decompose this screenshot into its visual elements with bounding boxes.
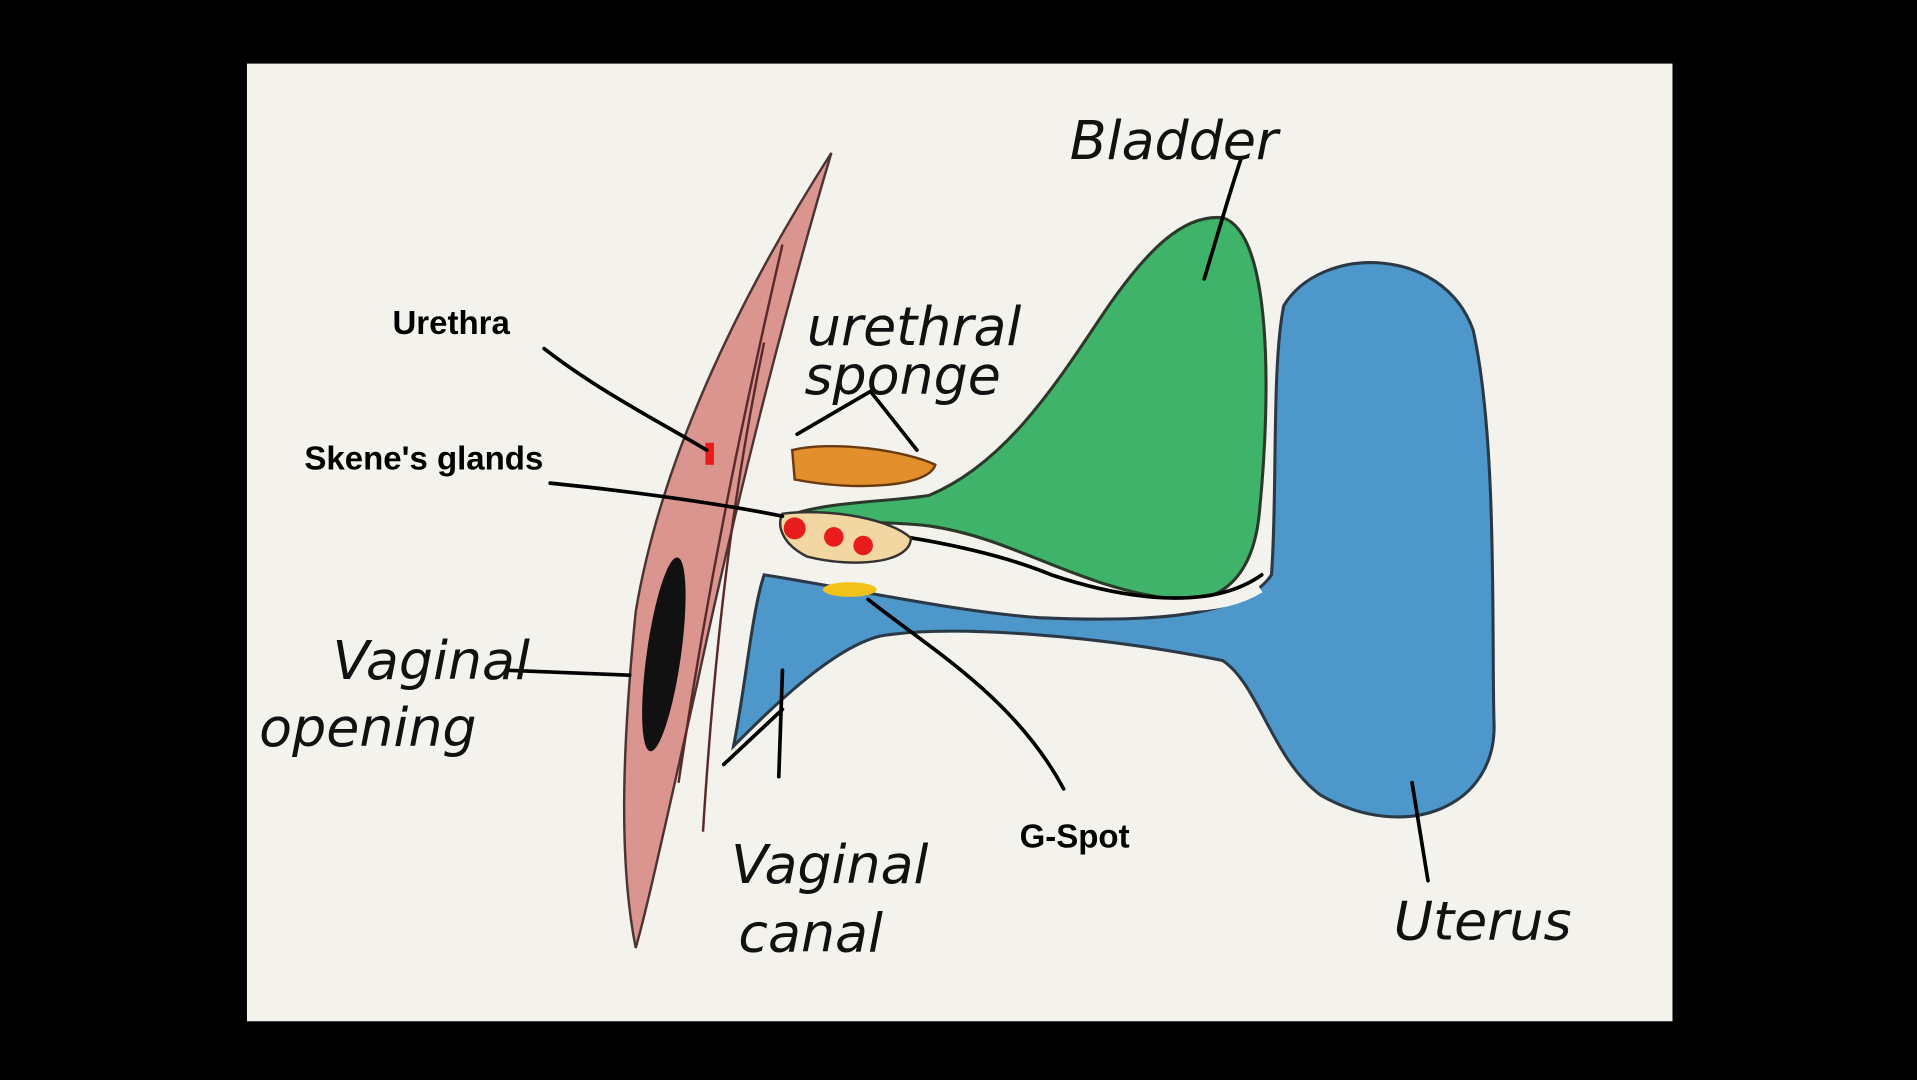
urethra-marker — [705, 442, 714, 465]
uterus-label: Uterus — [1394, 889, 1572, 952]
uterus-leader-line — [1410, 780, 1430, 883]
g-spot-marker — [822, 582, 877, 597]
gland-tissue-shape — [779, 510, 913, 564]
skenes-gland — [783, 517, 806, 540]
urethra-label: Urethra — [392, 304, 510, 341]
skenes-gland — [824, 527, 844, 547]
vaginal-opening-shape — [642, 557, 686, 752]
urethral-sponge-shape — [790, 444, 937, 488]
labia-stroke — [701, 342, 766, 832]
g-spot-label: G-Spot — [1020, 818, 1130, 855]
vaginal-canal-label-line2: canal — [738, 902, 883, 965]
skenes-glands-label: Skene's glands — [304, 440, 543, 477]
skenes-glands-leader-line — [548, 481, 785, 518]
vaginal-canal-leader-line — [776, 668, 785, 779]
vaginal-opening-label-line1: Vaginal — [333, 629, 530, 692]
g-spot-leader-line — [866, 597, 1066, 791]
urethral-sponge-label-line2: sponge — [804, 344, 1000, 407]
urethral-sponge-leader-line — [795, 389, 919, 452]
vaginal-canal-label-line1: Vaginal — [731, 833, 928, 896]
skenes-gland — [853, 535, 873, 556]
vaginal-opening-leader-line — [505, 668, 632, 677]
urethra-leader-line — [542, 346, 709, 452]
bladder-leader-line — [1202, 157, 1243, 281]
vaginal-opening-label-line2: opening — [259, 696, 476, 759]
bladder-label: Bladder — [1070, 109, 1281, 172]
uterus-shape — [731, 261, 1496, 819]
urethral-sponge-label-line1: urethral — [807, 295, 1022, 358]
labia-stroke — [677, 244, 784, 783]
vaginal-canal-leader-line — [721, 707, 785, 767]
